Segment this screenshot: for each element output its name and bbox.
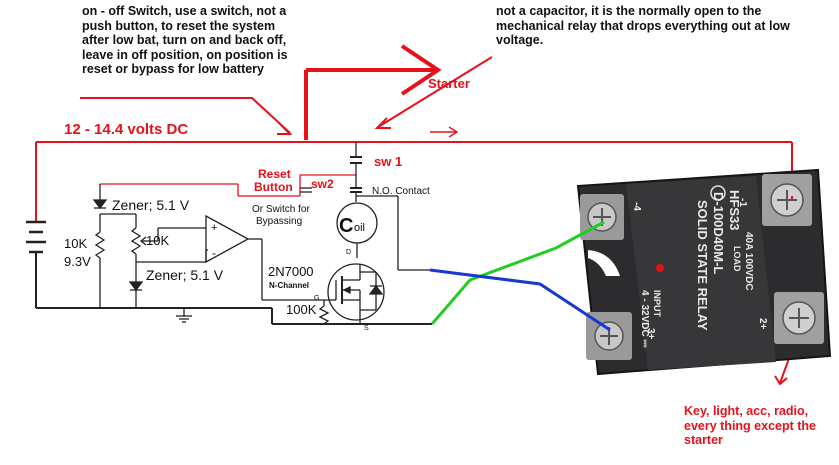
starter-arrow [304, 44, 442, 140]
relay-input-rating: 4 - 32VDC ⎓ [639, 290, 650, 347]
coil-label-big: C [339, 215, 353, 237]
green-wire [430, 220, 605, 325]
schematic-labels: 12 - 14.4 volts DC Starter sw 1 sw2 Rese… [64, 76, 470, 332]
relay-terminal-4-label: -4 [631, 202, 642, 211]
relay-model: D-100D40M-L [711, 192, 726, 274]
pin-s-label: S [364, 325, 369, 332]
voltage-9-3-label: 9.3V [64, 254, 91, 269]
relay-terminal-3-label: 3+ [645, 328, 656, 340]
switch-note: on - off Switch, use a switch, not a pus… [82, 4, 288, 76]
relay-input-label: INPUT [652, 290, 662, 318]
no-contact-label: N.O. Contact [372, 186, 430, 197]
relay-brand: HFS33 [727, 190, 742, 230]
pin-d-label: D [346, 249, 351, 256]
supply-voltage-label: 12 - 14.4 volts DC [64, 121, 188, 138]
sw1-label: sw 1 [374, 154, 402, 169]
relay-load-rating: 40A 100VDC [743, 232, 754, 291]
relay-note: not a capacitor, it is the normally open… [496, 4, 790, 47]
opamp-plus-label: + [211, 222, 217, 234]
solid-state-relay [576, 168, 832, 376]
relay-terminal-1-label: -1 [737, 198, 748, 207]
resistor-10k-mid-label: 10K [146, 233, 169, 248]
blue-wire [429, 268, 611, 332]
resistor-10k-left-label: 10K [64, 236, 87, 251]
annotation-arrows [80, 56, 796, 386]
relay-load-label: LOAD [732, 246, 742, 272]
zener-bottom-label: Zener; 5.1 V [146, 267, 224, 283]
load-note: Key, light, acc, radio, every thing exce… [684, 404, 816, 447]
mosfet-type-label: N-Channel [269, 281, 309, 290]
relay-title: SOLID STATE RELAY [695, 200, 710, 331]
relay-labels: HFS33 D-100D40M-L SOLID STATE RELAY 40A … [631, 190, 768, 347]
starter-label: Starter [428, 76, 470, 91]
zener-top-label: Zener; 5.1 V [112, 197, 190, 213]
opamp-minus-label: - [212, 246, 216, 260]
resistor-100k-label: 100K [286, 302, 317, 317]
mosfet-label: 2N7000 [268, 264, 314, 279]
coil-label-small: oil [354, 222, 365, 234]
pin-g-label: G [314, 295, 319, 302]
relay-terminal-2-label: 2+ [757, 318, 768, 330]
schematic [26, 142, 432, 325]
sw2-label: sw2 [311, 177, 334, 191]
supply-wiring [35, 141, 793, 222]
